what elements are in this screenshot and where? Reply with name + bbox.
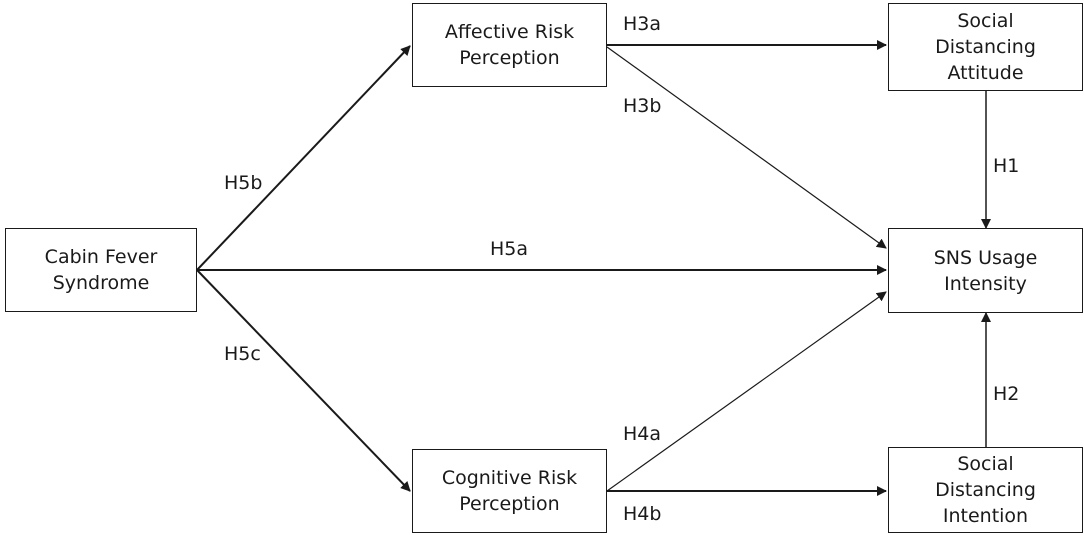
node-label: Affective Risk Perception [444,21,575,69]
arrow-h5b [196,45,411,271]
node-sns-usage-intensity: SNS Usage Intensity [888,228,1083,313]
node-social-distancing-intention: Social Distancing Intention [888,447,1083,533]
node-cabin-fever-syndrome: Cabin Fever Syndrome [5,228,197,312]
node-cognitive-risk-perception: Cognitive Risk Perception [412,449,607,533]
node-label: Social Distancing Attitude [935,10,1036,84]
label-h4a: H4a [623,423,662,445]
node-social-distancing-attitude: Social Distancing Attitude [888,3,1083,91]
label-h4b: H4b [623,503,662,525]
node-affective-risk-perception: Affective Risk Perception [412,3,607,87]
label-h1: H1 [993,155,1020,177]
node-label: Social Distancing Intention [935,453,1036,527]
label-h5b: H5b [224,172,263,194]
node-label: Cognitive Risk Perception [441,467,578,515]
arrow-h4a [606,291,887,492]
label-h3a: H3a [623,13,662,35]
node-label: Cabin Fever Syndrome [44,246,158,294]
node-label: SNS Usage Intensity [933,246,1038,295]
label-h2: H2 [993,383,1020,405]
label-h5c: H5c [224,343,261,365]
arrow-h5c [196,269,411,492]
label-h5a: H5a [490,238,529,260]
label-h3b: H3b [623,95,662,117]
arrow-h3b [606,46,887,249]
